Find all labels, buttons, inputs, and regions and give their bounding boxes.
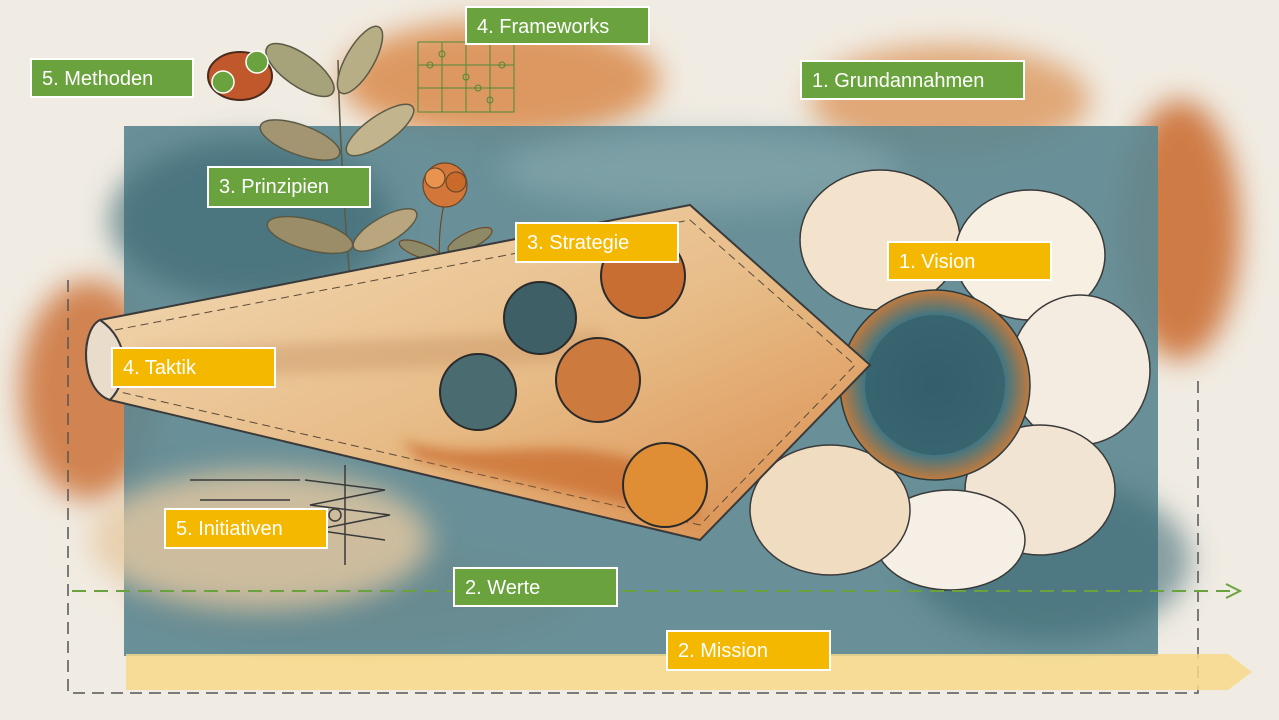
wedge-illustration (85, 203, 872, 542)
werte-arrow (72, 583, 1243, 599)
label-werte: 2. Werte (453, 567, 618, 607)
big-flower-illustration (749, 169, 1151, 591)
label-prinzipien: 3. Prinzipien (207, 166, 371, 208)
dashed-frame (67, 280, 1199, 694)
label-vision: 1. Vision (887, 241, 1052, 281)
label-initiativen: 5. Initiativen (164, 508, 328, 549)
label-strategie: 3. Strategie (515, 222, 679, 263)
mission-arrow (126, 654, 1252, 690)
plant-illustration (259, 25, 418, 281)
ladybug-icon (207, 50, 273, 101)
label-grundannahmen: 1. Grundannahmen (800, 60, 1025, 100)
label-mission: 2. Mission (666, 630, 831, 671)
label-methoden: 5. Methoden (30, 58, 194, 98)
label-frameworks: 4. Frameworks (465, 6, 650, 45)
label-taktik: 4. Taktik (111, 347, 276, 388)
